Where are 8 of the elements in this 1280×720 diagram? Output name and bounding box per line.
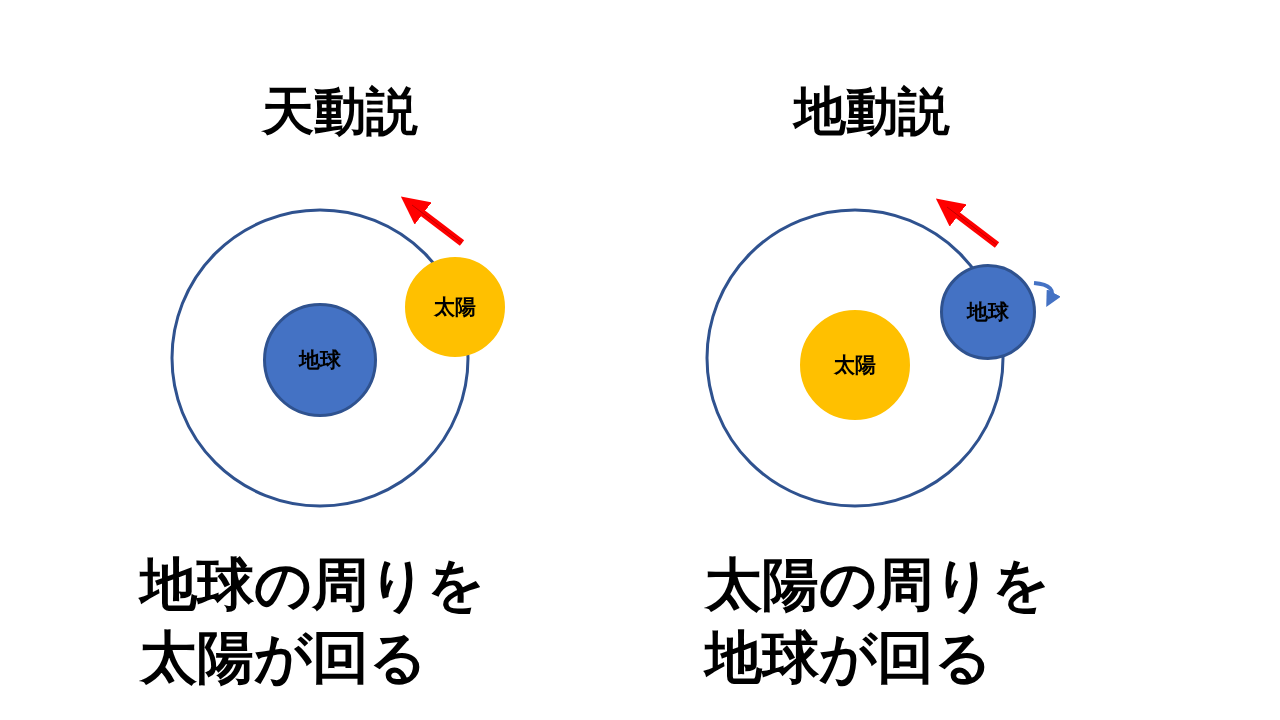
node-label: 地球 [299, 347, 341, 374]
node-label: 太陽 [434, 294, 476, 321]
panel-heading: 天動説 [260, 80, 419, 143]
node-label: 太陽 [834, 352, 876, 379]
caption-text: 太陽の周りを地球が回る [705, 550, 1051, 692]
caption-text: 地球の周りを太陽が回る [140, 550, 486, 692]
node-label: 地球 [967, 299, 1009, 326]
panel-heading: 地動説 [791, 80, 951, 143]
